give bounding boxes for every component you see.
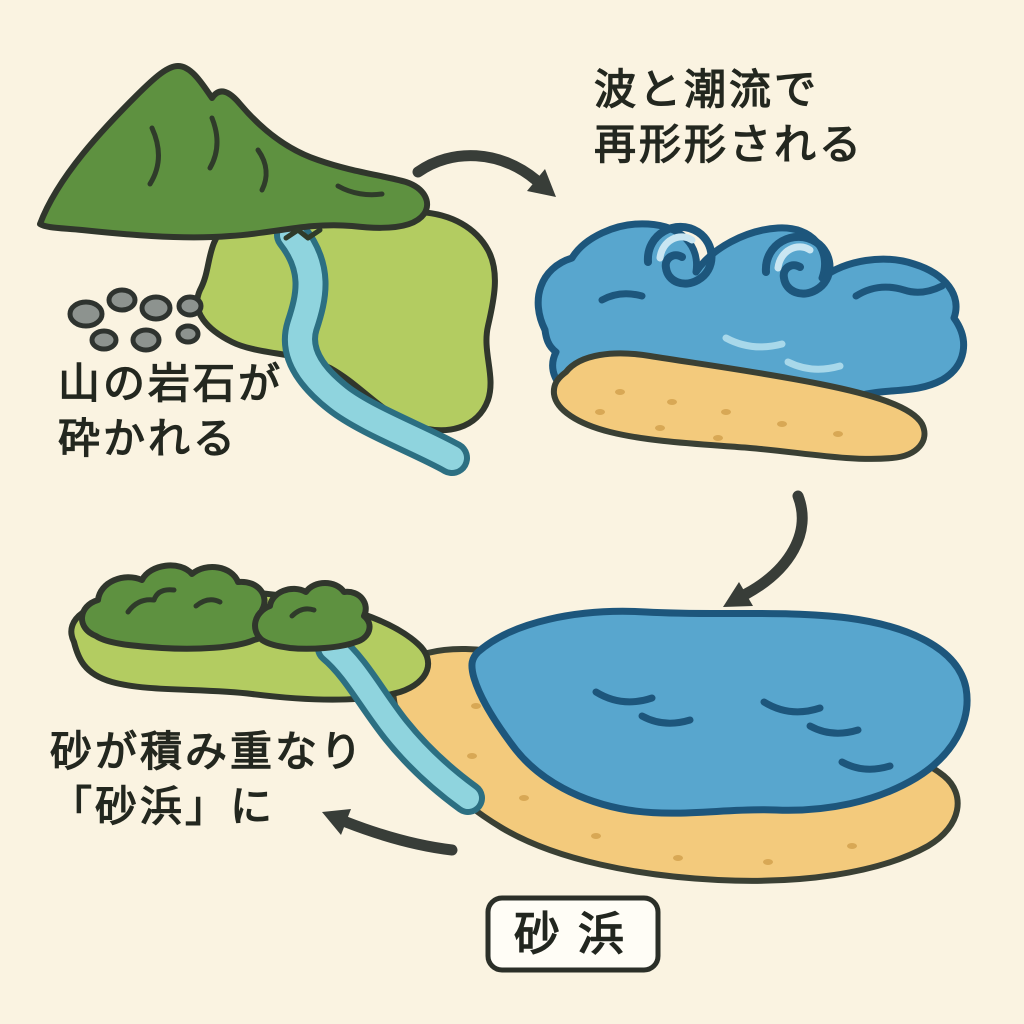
- river-water: [280, 223, 464, 470]
- land-bushes-left: [79, 562, 274, 652]
- arrow-waves-to-beach-icon: [723, 490, 808, 607]
- waves-caption-line1: 波と潮流で: [594, 65, 820, 114]
- waves-caption-line2: 再形形される: [594, 120, 865, 170]
- arrow-mountain-to-waves-icon: [412, 150, 556, 197]
- wave-curl-1-highlight: [656, 233, 696, 262]
- mountain-caption-line2: 砕かれる: [58, 414, 239, 464]
- land-bushes-right: [252, 580, 373, 652]
- rock: [176, 294, 204, 318]
- mountain-caption: 山の岩石が 砕かれる: [58, 356, 283, 467]
- arrow-beach-to-label-icon: [322, 809, 458, 856]
- water-squiggle: [852, 282, 946, 300]
- caption-box-frame: [485, 895, 661, 973]
- beach-caption-line2: 「砂浜」に: [50, 782, 276, 832]
- meadow-shape: [194, 206, 498, 434]
- rock: [139, 294, 173, 322]
- wave-curl-1: [643, 223, 716, 288]
- rock: [67, 299, 105, 329]
- wave-curl-2: [761, 233, 834, 298]
- water-squiggle-light: [722, 334, 786, 351]
- rocks-illustration: [67, 287, 204, 353]
- waves-caption: 波と潮流で 再形形される: [594, 62, 864, 173]
- rock: [130, 327, 162, 353]
- mountain-peaks: [37, 63, 431, 241]
- sand-strip: [550, 350, 928, 462]
- waves-illustration: [534, 220, 968, 462]
- beach-illustration: [68, 562, 971, 884]
- ocean-squiggles: [592, 688, 894, 773]
- sand-dots: [595, 389, 843, 441]
- caption-box: 砂浜: [485, 895, 661, 973]
- bush-scallop-marks: [125, 587, 317, 619]
- mountain-illustration: [37, 63, 498, 476]
- mountain-caption-line1: 山の岩石が: [58, 359, 284, 408]
- beach-caption: 砂が積み重なり 「砂浜」に: [50, 724, 365, 835]
- rock: [89, 328, 119, 352]
- wave-curl-2-highlight: [774, 243, 814, 272]
- beach-caption-line1: 砂が積み重なり: [50, 727, 366, 776]
- caption-label: 砂浜: [514, 907, 642, 961]
- water-squiggle: [598, 290, 646, 304]
- beach-river-water: [321, 637, 479, 809]
- mountain-crease-marks: [147, 115, 385, 241]
- rock: [106, 287, 138, 313]
- water-squiggle-light: [784, 358, 844, 373]
- rock: [175, 323, 201, 345]
